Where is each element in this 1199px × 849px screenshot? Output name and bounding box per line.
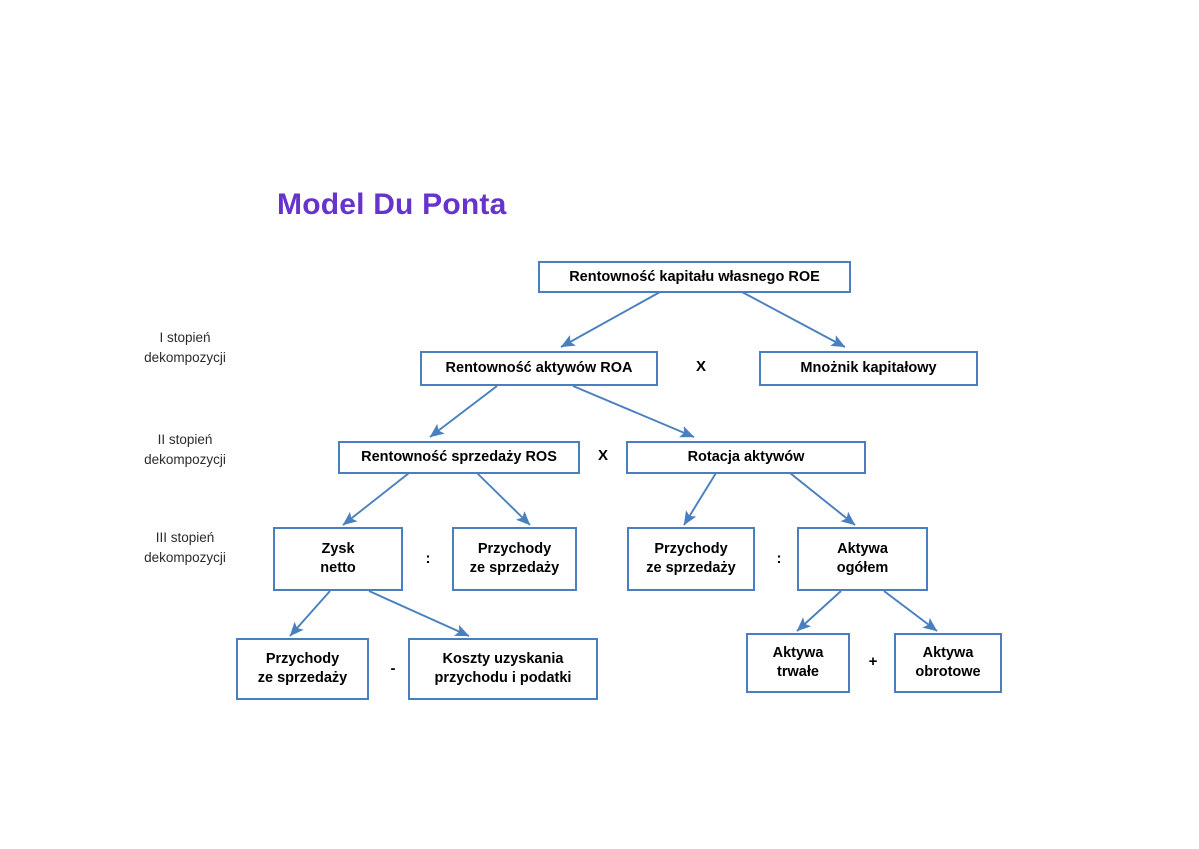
operator-level1-multiply: X	[695, 358, 706, 375]
node-roa[interactable]: Rentowność aktywów ROA	[420, 351, 658, 386]
edge-rotation-revenue	[683, 472, 717, 526]
operator-rotation-divide: :	[776, 550, 782, 567]
operator-assets-plus: +	[868, 653, 878, 670]
edge-net-profit-revenue	[289, 590, 331, 637]
operator-ros-divide: :	[425, 550, 431, 567]
node-fixed-assets[interactable]: Aktywa trwałe	[746, 633, 850, 693]
edge-roa-ros	[429, 385, 498, 438]
edge-total-fixed-assets	[796, 590, 842, 632]
stage-label-1: I stopień dekompozycji	[144, 330, 226, 365]
node-asset-rotation[interactable]: Rotacja aktywów	[626, 441, 866, 474]
node-costs-taxes[interactable]: Koszty uzyskania przychodu i podatki	[408, 638, 598, 700]
stage-label-2: II stopień dekompozycji	[144, 432, 226, 467]
node-net-profit[interactable]: Zysk netto	[273, 527, 403, 591]
edge-ros-net-profit	[342, 472, 410, 526]
operator-level2-multiply: X	[597, 447, 608, 464]
edge-ros-revenue	[476, 472, 531, 526]
page-title: Model Du Ponta	[277, 188, 507, 221]
node-revenue-right[interactable]: Przychody ze sprzedaży	[627, 527, 755, 591]
stage-label-3: III stopień dekompozycji	[144, 530, 226, 565]
node-revenue-bottom[interactable]: Przychody ze sprzedaży	[236, 638, 369, 700]
edge-roe-multiplier	[741, 291, 846, 348]
edge-net-profit-costs	[368, 590, 470, 637]
edge-roa-rotation	[572, 385, 695, 438]
node-ros[interactable]: Rentowność sprzedaży ROS	[338, 441, 580, 474]
node-revenue-left[interactable]: Przychody ze sprzedaży	[452, 527, 577, 591]
edge-rotation-total-assets	[789, 472, 856, 526]
node-multiplier[interactable]: Mnożnik kapitałowy	[759, 351, 978, 386]
edge-roe-roa	[560, 291, 661, 348]
node-current-assets[interactable]: Aktywa obrotowe	[894, 633, 1002, 693]
node-roe[interactable]: Rentowność kapitału własnego ROE	[538, 261, 851, 293]
edge-total-current-assets	[883, 590, 938, 632]
operator-profit-minus: -	[390, 660, 396, 677]
node-total-assets[interactable]: Aktywa ogółem	[797, 527, 928, 591]
